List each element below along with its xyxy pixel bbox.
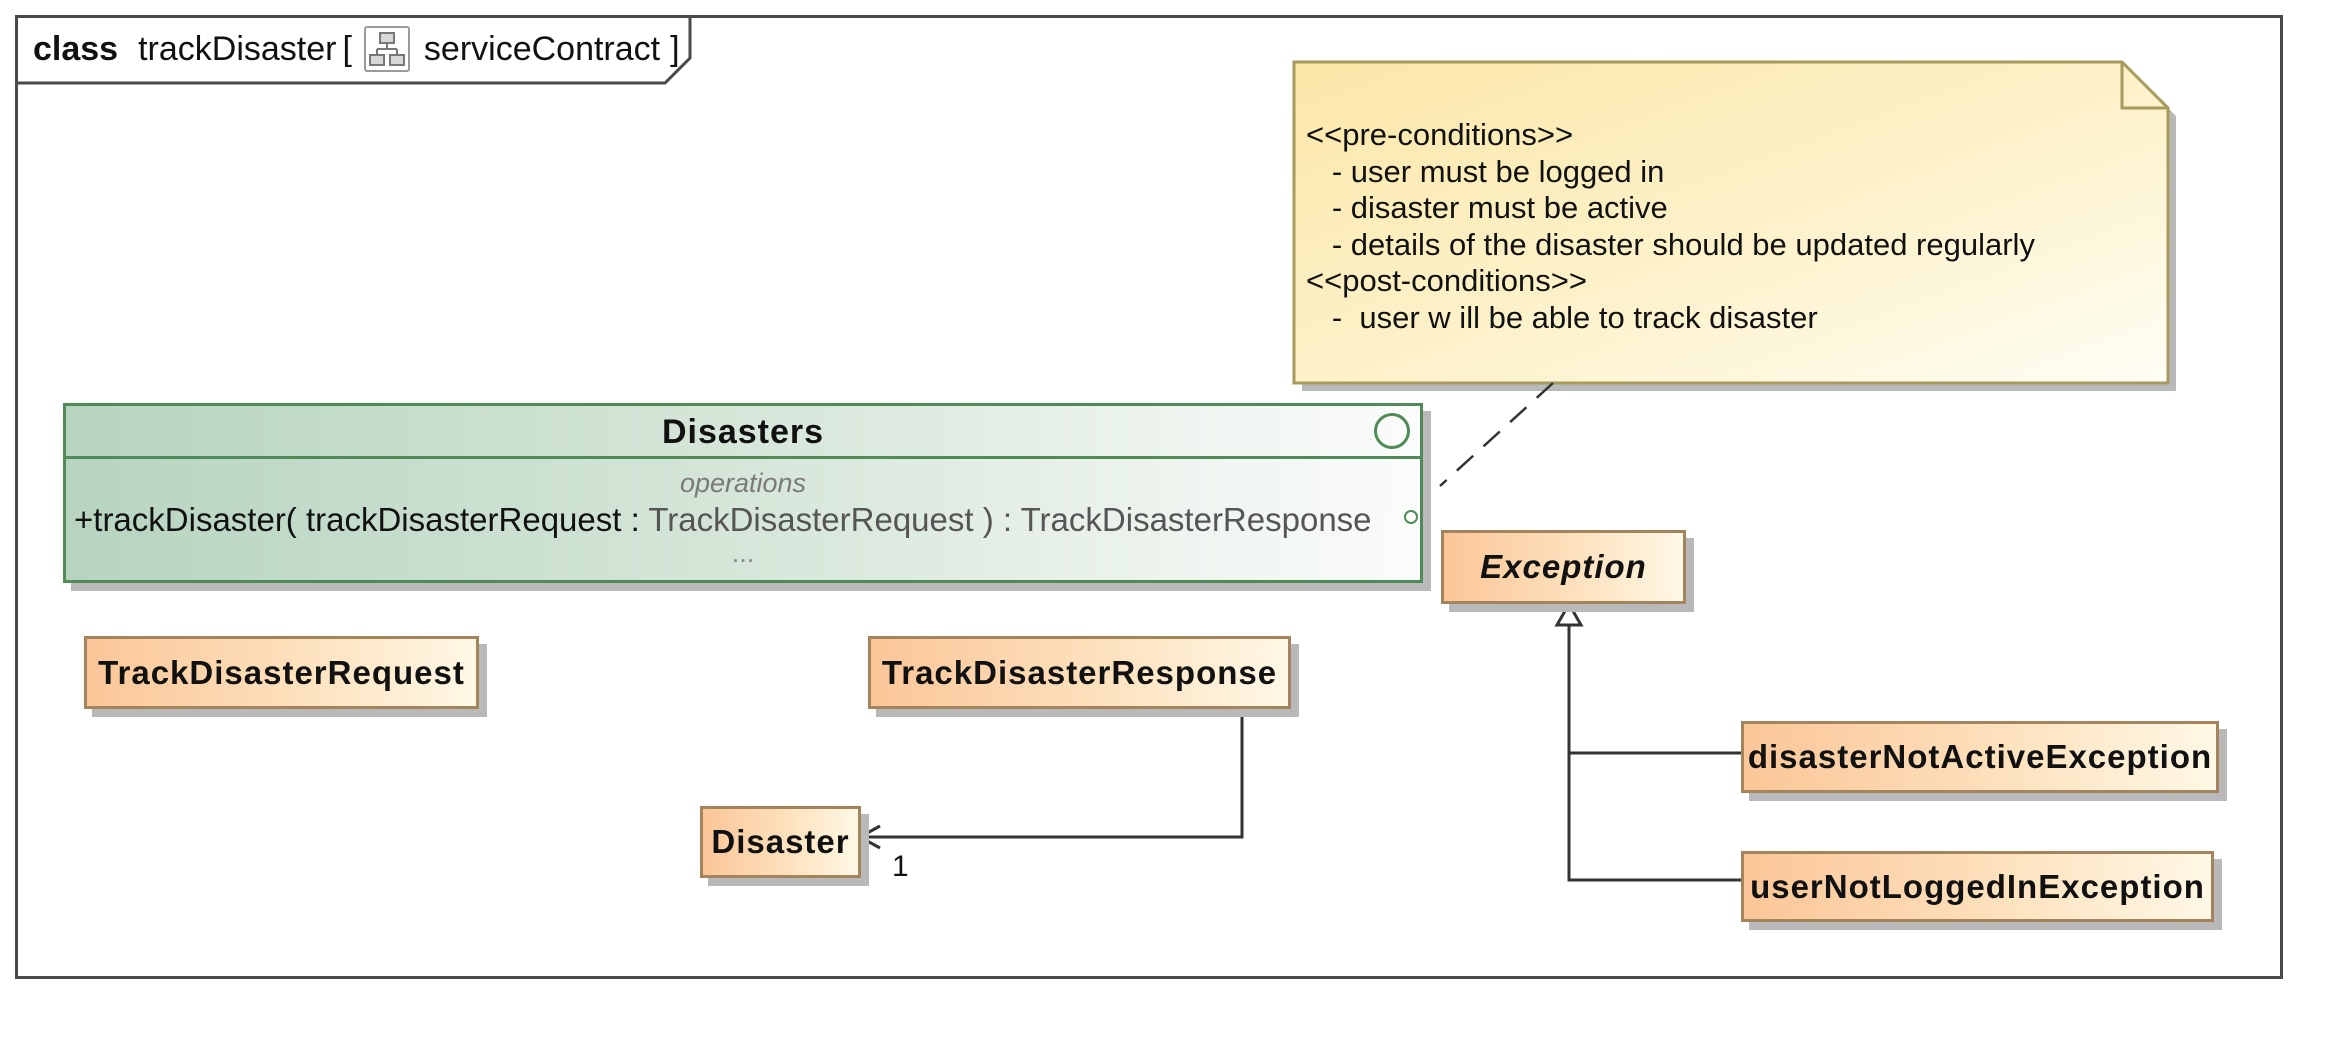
association-multiplicity: 1 — [892, 850, 909, 883]
note-text: <<pre-conditions>> - user must be logged… — [1306, 117, 2035, 335]
operation-return-type: TrackDisasterResponse — [1020, 501, 1372, 538]
frame-diagram-name[interactable]: trackDisaster — [138, 29, 337, 68]
interface-icon — [1374, 413, 1410, 449]
class-name: Disaster — [711, 823, 850, 860]
class-name: disasterNotActiveException — [1747, 738, 2213, 775]
class-name: Exception — [1480, 548, 1647, 585]
note-anchor-line — [1439, 382, 1554, 487]
operation-signature: +trackDisaster( trackDisasterRequest : — [74, 501, 649, 538]
operation-track-disaster[interactable]: +trackDisaster( trackDisasterRequest : T… — [74, 501, 1372, 539]
operation-closing: ) : — [973, 501, 1021, 538]
generalization-arrowhead — [1554, 600, 1584, 627]
association-line — [862, 708, 1244, 839]
service-contract-icon — [363, 26, 410, 72]
frame-close-bracket: ] — [670, 29, 680, 68]
class-disaster[interactable]: Disaster — [700, 806, 861, 878]
class-name: userNotLoggedInException — [1750, 867, 2205, 905]
note-fold — [2120, 62, 2168, 110]
operations-section-label: operations — [679, 468, 807, 498]
operations-ellipsis: ... — [731, 538, 755, 568]
class-user-not-logged-in-exception[interactable]: userNotLoggedInException — [1741, 851, 2214, 922]
note-shape[interactable] — [1292, 60, 2170, 385]
operation-param-type: TrackDisasterRequest — [648, 501, 974, 538]
class-exception[interactable]: Exception — [1441, 530, 1686, 604]
interface-name: Disasters — [66, 406, 1420, 459]
class-name: TrackDisasterRequest — [98, 653, 465, 691]
frame-tab-outline — [15, 15, 692, 85]
frame-header: class trackDisaster [ serviceContract ] — [15, 15, 690, 83]
operation-port-icon — [1404, 510, 1418, 524]
frame-open-bracket: [ — [342, 29, 352, 68]
generalization-line — [1567, 625, 1741, 882]
disasters-interface[interactable]: Disasters operations +trackDisaster( tra… — [63, 403, 1423, 583]
class-track-disaster-response[interactable]: TrackDisasterResponse — [868, 636, 1291, 709]
class-track-disaster-request[interactable]: TrackDisasterRequest — [84, 636, 479, 709]
frame-keyword: class — [33, 29, 119, 68]
class-disaster-not-active-exception[interactable]: disasterNotActiveException — [1741, 721, 2219, 793]
class-name: TrackDisasterResponse — [881, 653, 1278, 691]
conditions-note: <<pre-conditions>> - user must be logged… — [1294, 62, 2167, 383]
frame-stereotype-name[interactable]: serviceContract — [423, 29, 661, 68]
diagram-frame — [15, 15, 2283, 979]
